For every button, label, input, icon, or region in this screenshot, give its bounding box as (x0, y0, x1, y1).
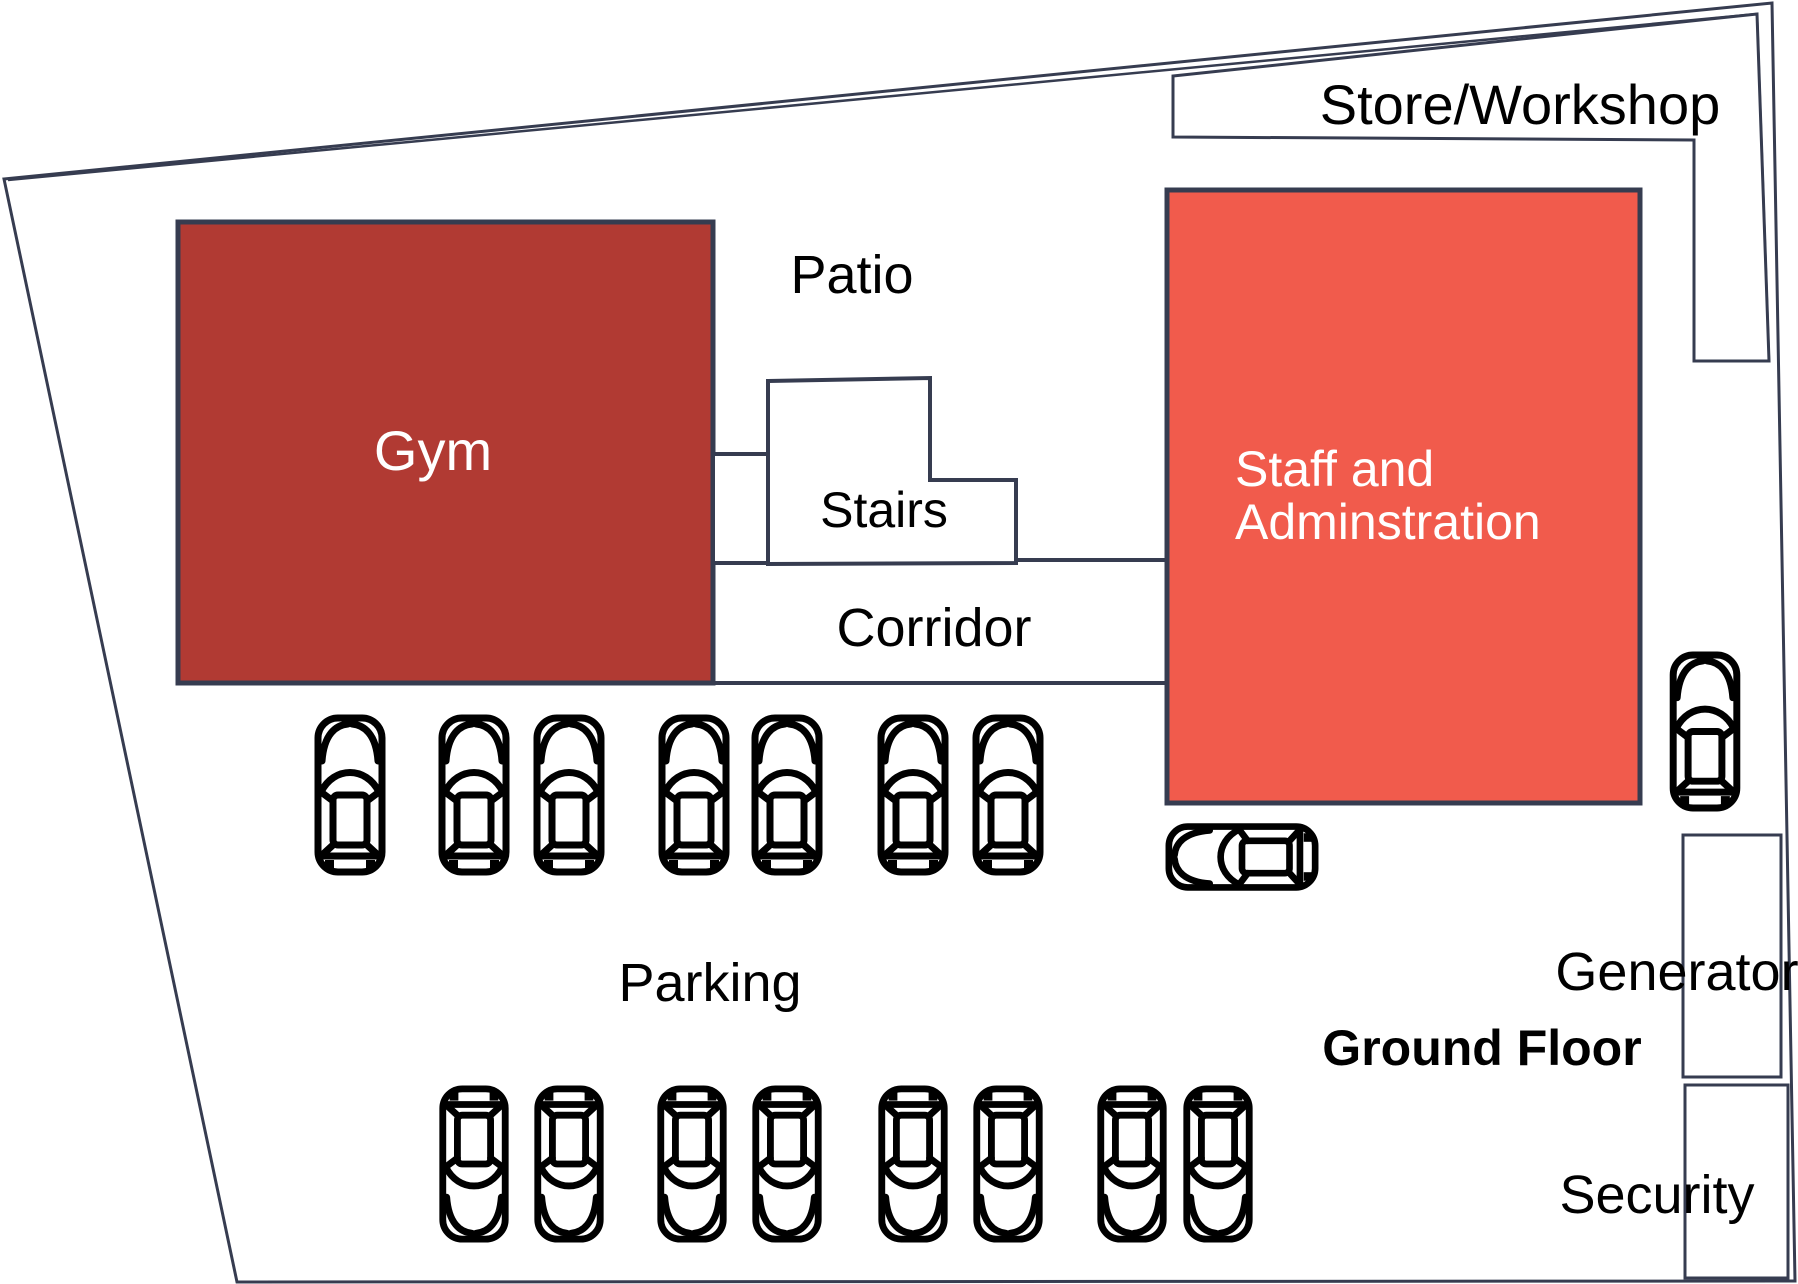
staff-admin-label-line1: Staff and (1235, 441, 1434, 497)
security-room (1683, 1083, 1790, 1280)
gym-room (175, 219, 716, 686)
parking-label: Parking (618, 953, 801, 1013)
patio-label: Patio (790, 245, 913, 305)
store-workshop-label: Store/Workshop (1320, 73, 1720, 136)
gym-label: Gym (374, 419, 492, 482)
staff-admin-label-line2: Adminstration (1235, 494, 1541, 550)
ground-floor-title: Ground Floor (1322, 1020, 1641, 1076)
generator-label: Generator (1555, 942, 1798, 1002)
stairs-label: Stairs (820, 482, 948, 538)
stairs-room (766, 375, 1018, 567)
generator-room (1681, 833, 1783, 1079)
security-label: Security (1559, 1165, 1754, 1225)
gym-stairs-connector (711, 452, 770, 565)
corridor-label: Corridor (836, 598, 1031, 658)
staff-admin-room (1164, 187, 1643, 806)
store-workshop-room (1171, 12, 1771, 363)
